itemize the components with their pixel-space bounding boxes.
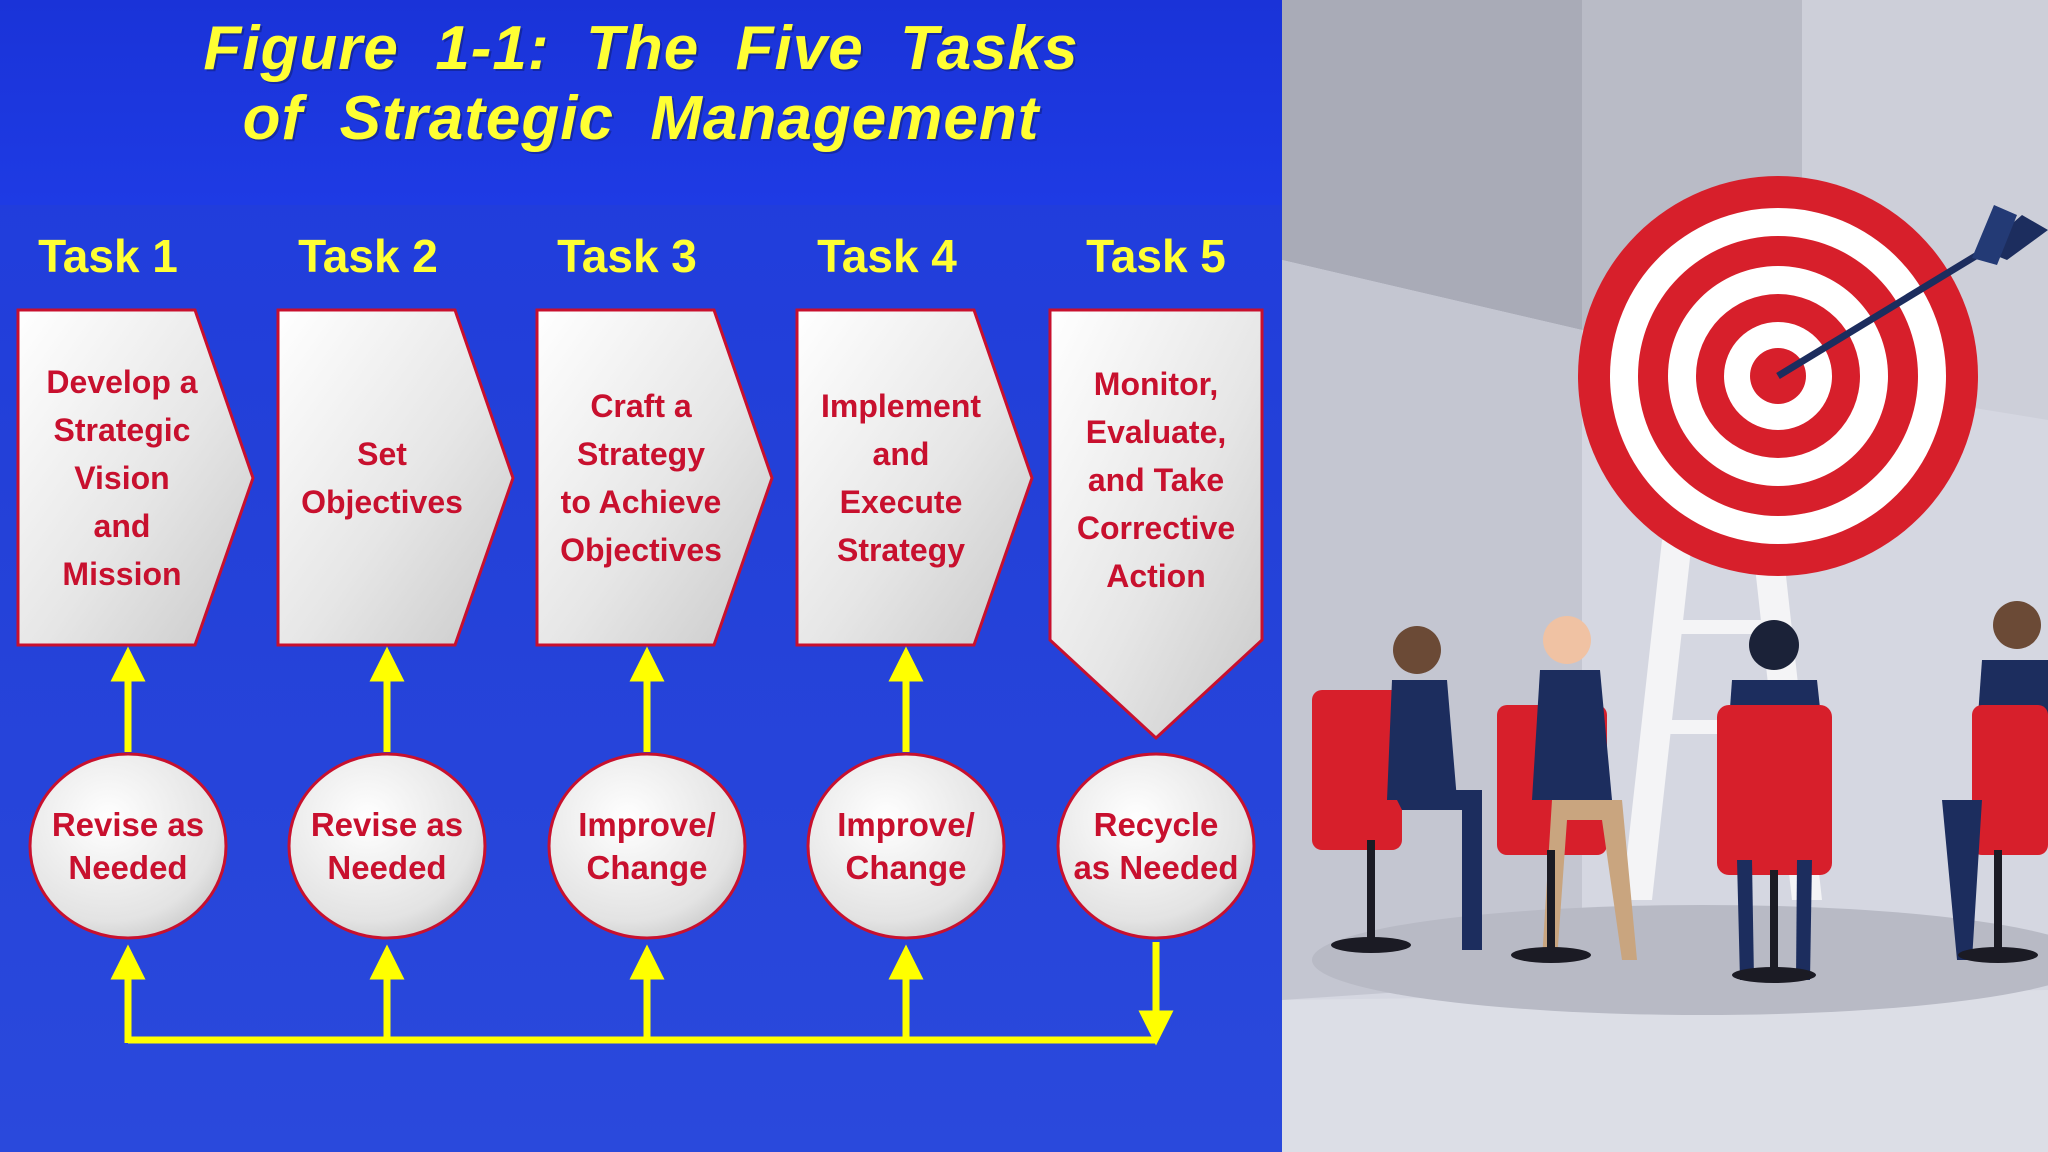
task-2-label: Task 2 (298, 230, 438, 282)
feedback-2-text: Revise as Needed (310, 806, 464, 886)
figure-title: Figure 1-1: The Five Tasks of Strategic … (0, 14, 1282, 154)
person-1 (1312, 626, 1482, 953)
feedback-oval-4 (806, 752, 1006, 940)
flow-diagram (16, 308, 1264, 1046)
wall-left (1282, 260, 1582, 1000)
feedback-4-text: Improve/ Change (837, 806, 975, 886)
task-3-box (535, 308, 774, 647)
meeting-people (1312, 601, 2048, 983)
task-1-label: Task 1 (38, 230, 178, 282)
task-3-text: Craft a Strategy to Achieve Objectives (560, 387, 722, 568)
floor (1282, 990, 2048, 1152)
person-2 (1497, 616, 1637, 963)
recycle-loop (110, 942, 1174, 1046)
feedback-oval-2 (287, 752, 487, 940)
task-4-text: Implement and Execute Strategy (820, 387, 982, 568)
task-1-box (16, 308, 255, 647)
ceiling-left (1282, 0, 1582, 330)
figure-title-line-1: Figure 1-1: The Five Tasks (203, 14, 1079, 83)
person-4 (1942, 601, 2048, 963)
feedback-3-text: Improve/ Change (578, 806, 716, 886)
person-3 (1717, 620, 1832, 983)
feedback-oval-1 (28, 752, 228, 940)
task-4-label: Task 4 (817, 230, 957, 282)
task-3-label: Task 3 (557, 230, 697, 282)
task-1-text: Develop a Strategic Vision and Mission (46, 363, 198, 592)
task-5-label: Task 5 (1086, 230, 1226, 282)
task-5-text: Monitor, Evaluate, and Take Corrective A… (1076, 366, 1236, 594)
target-meeting-illustration (1282, 0, 2048, 1152)
task-5-box (1048, 308, 1264, 741)
floor-shadow (1312, 905, 2048, 1015)
title-band (0, 0, 1282, 205)
task-4-box (795, 308, 1034, 647)
feedback-1-text: Revise as Needed (51, 806, 205, 886)
arrow-icon (1776, 205, 2048, 379)
upward-arrows (110, 646, 924, 752)
task-2-text: Set Objectives (301, 435, 463, 520)
feedback-oval-5 (1056, 752, 1256, 940)
feedback-oval-3 (547, 752, 747, 940)
figure-title-line-2: of Strategic Management (242, 84, 1040, 153)
feedback-5-text: Recycle as Needed (1073, 806, 1239, 886)
task-2-box (276, 308, 515, 647)
